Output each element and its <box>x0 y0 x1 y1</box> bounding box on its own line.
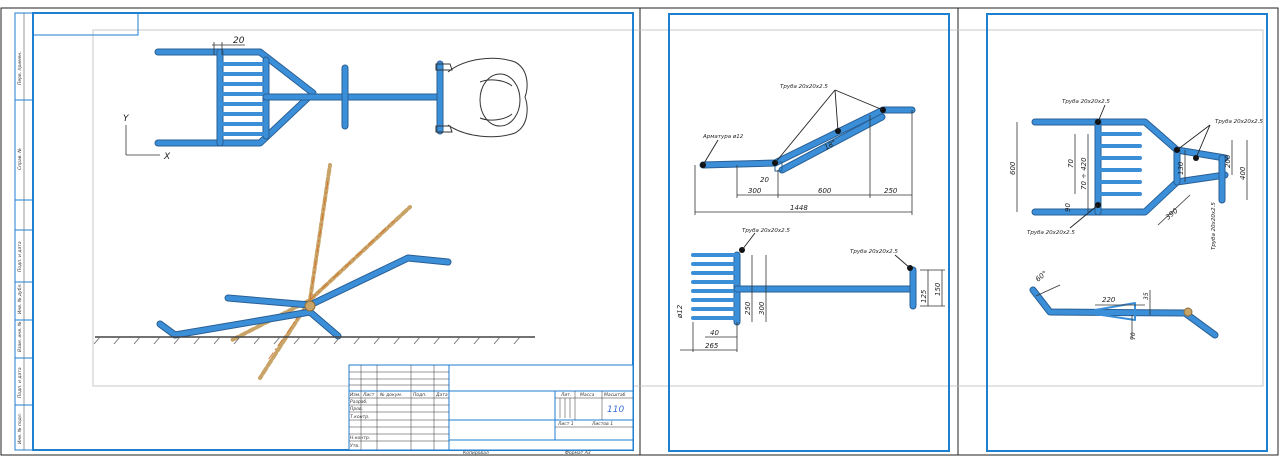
dim-390: 390 <box>1164 206 1180 221</box>
tb-scale-value: 110 <box>607 405 624 415</box>
leader-armature: Арматура ø12 <box>702 134 744 140</box>
side-margin: Перв. примен. Справ. № Подп. и дата Инв.… <box>14 12 34 451</box>
dim-600: 600 <box>818 187 832 195</box>
dim-250: 250 <box>884 187 898 195</box>
dim-600-s3: 600 <box>1009 161 1017 175</box>
dim-125: 125 <box>920 289 928 303</box>
dim-400: 400 <box>1239 166 1247 180</box>
background-guide-frame <box>92 29 1264 387</box>
person-top-view <box>435 57 528 138</box>
sheet-2-side-view: Арматура ø12 Труба 20x20x2.5 1448 300 60… <box>694 84 916 215</box>
leader-pipe-b: Труба 20x20x2.5 <box>742 228 790 234</box>
dim-70-s3: 70 <box>1067 159 1075 168</box>
dim-300: 300 <box>748 187 762 195</box>
side-label-5: Взам. инв. № <box>17 321 23 352</box>
dim-220: 220 <box>1102 296 1116 304</box>
dim-1448: 1448 <box>790 204 808 212</box>
leader-pipe-right: Труба 20x20x2.5 <box>1215 119 1263 125</box>
sheet-2-frame <box>668 13 950 452</box>
sheet-3-side-view: 60° 220 35 70 <box>1029 269 1219 340</box>
tb-copy: Копировал <box>463 450 489 456</box>
side-label-7: Инв. № подл. <box>17 413 23 444</box>
tb-head-lit: Лит. <box>560 392 571 398</box>
leader-pipe-c: Труба 20x20x2.5 <box>850 249 898 255</box>
axis-x-label: X <box>163 152 171 162</box>
sheet-2-top-view: Труба 20x20x2.5 Труба 20x20x2.5 250 300 … <box>676 228 945 352</box>
tb-col-doc: № докум. <box>379 392 402 398</box>
dim-250-b: 250 <box>744 301 752 315</box>
dim-20-side: 20 <box>760 176 769 184</box>
leader-pipe-a: Труба 20x20x2.5 <box>780 84 828 90</box>
dim-130: 130 <box>1177 161 1185 175</box>
tb-col-sign: Подп. <box>413 392 427 398</box>
tb-sheets: Листов 1 <box>591 421 613 427</box>
side-label-2: Справ. № <box>17 148 23 170</box>
sheet-3: Труба 20x20x2.5 Труба 20x20x2.5 Труба 20… <box>986 13 1268 452</box>
tb-format: Формат А3 <box>565 450 591 456</box>
axis-y-label: Y <box>123 114 130 124</box>
xy-axes: Y X <box>123 114 171 162</box>
leader-pipe-left: Труба 20x20x2.5 <box>1027 230 1075 236</box>
dim-200: 200 <box>1224 154 1232 168</box>
tb-col-izm: Изм. <box>350 392 361 398</box>
tb-col-list: Лист <box>362 392 375 398</box>
dim-range: 70 ÷ 420 <box>1080 157 1088 190</box>
side-label-6: Подп. и дата <box>17 367 23 398</box>
sheet-1: Перв. примен. Справ. № Подп. и дата Инв.… <box>14 12 634 456</box>
tb-col-date: Дата <box>435 392 448 398</box>
dim-60deg: 60° <box>1034 269 1049 283</box>
tb-row-3: Т.контр. <box>350 414 370 420</box>
dim-20-top: 20 <box>233 36 245 46</box>
sheet-2: Арматура ø12 Труба 20x20x2.5 1448 300 60… <box>668 13 950 452</box>
side-label-3: Подп. и дата <box>17 241 23 272</box>
dim-265: 265 <box>705 342 719 350</box>
leader-pipe-vert: Труба 20x20x2.5 <box>1211 202 1217 250</box>
dim-35: 35 <box>1143 292 1150 300</box>
leader-pipe-top: Труба 20x20x2.5 <box>1062 99 1110 105</box>
tb-head-mass: Масса <box>580 392 595 398</box>
tb-row-4: Н.контр. <box>350 435 370 441</box>
dim-90-s3: 90 <box>1064 203 1072 212</box>
tb-row-2: Пров. <box>350 406 363 412</box>
dim-phi12: ø12 <box>676 304 684 319</box>
tb-sheet: Лист 1 <box>557 421 574 427</box>
dim-40: 40 <box>710 329 719 337</box>
tb-head-scale: Масштаб <box>604 392 626 398</box>
sheet-3-tines <box>1096 132 1142 196</box>
dim-70-side: 70 <box>1130 332 1137 340</box>
top-view-tines <box>222 62 264 136</box>
sheet-3-frame <box>986 13 1268 452</box>
dim-300-b: 300 <box>758 301 766 315</box>
top-view-implement: 20 <box>154 36 444 147</box>
side-view-motion <box>93 163 535 380</box>
sheet-1-corner-box <box>32 12 139 36</box>
title-block: Изм. Лист № докум. Подп. Дата Разраб. Пр… <box>348 364 634 456</box>
ground-hatch <box>93 336 521 345</box>
dim-150: 150 <box>934 282 942 296</box>
tb-row-1: Разраб. <box>350 399 368 405</box>
side-label-4: Инв. № дубл. <box>17 283 23 314</box>
tb-row-5: Утв. <box>350 443 359 449</box>
side-label-1: Перв. примен. <box>17 51 23 85</box>
sheet-3-top-view: Труба 20x20x2.5 Труба 20x20x2.5 Труба 20… <box>1009 99 1263 250</box>
sheet-2-tines <box>691 253 739 320</box>
